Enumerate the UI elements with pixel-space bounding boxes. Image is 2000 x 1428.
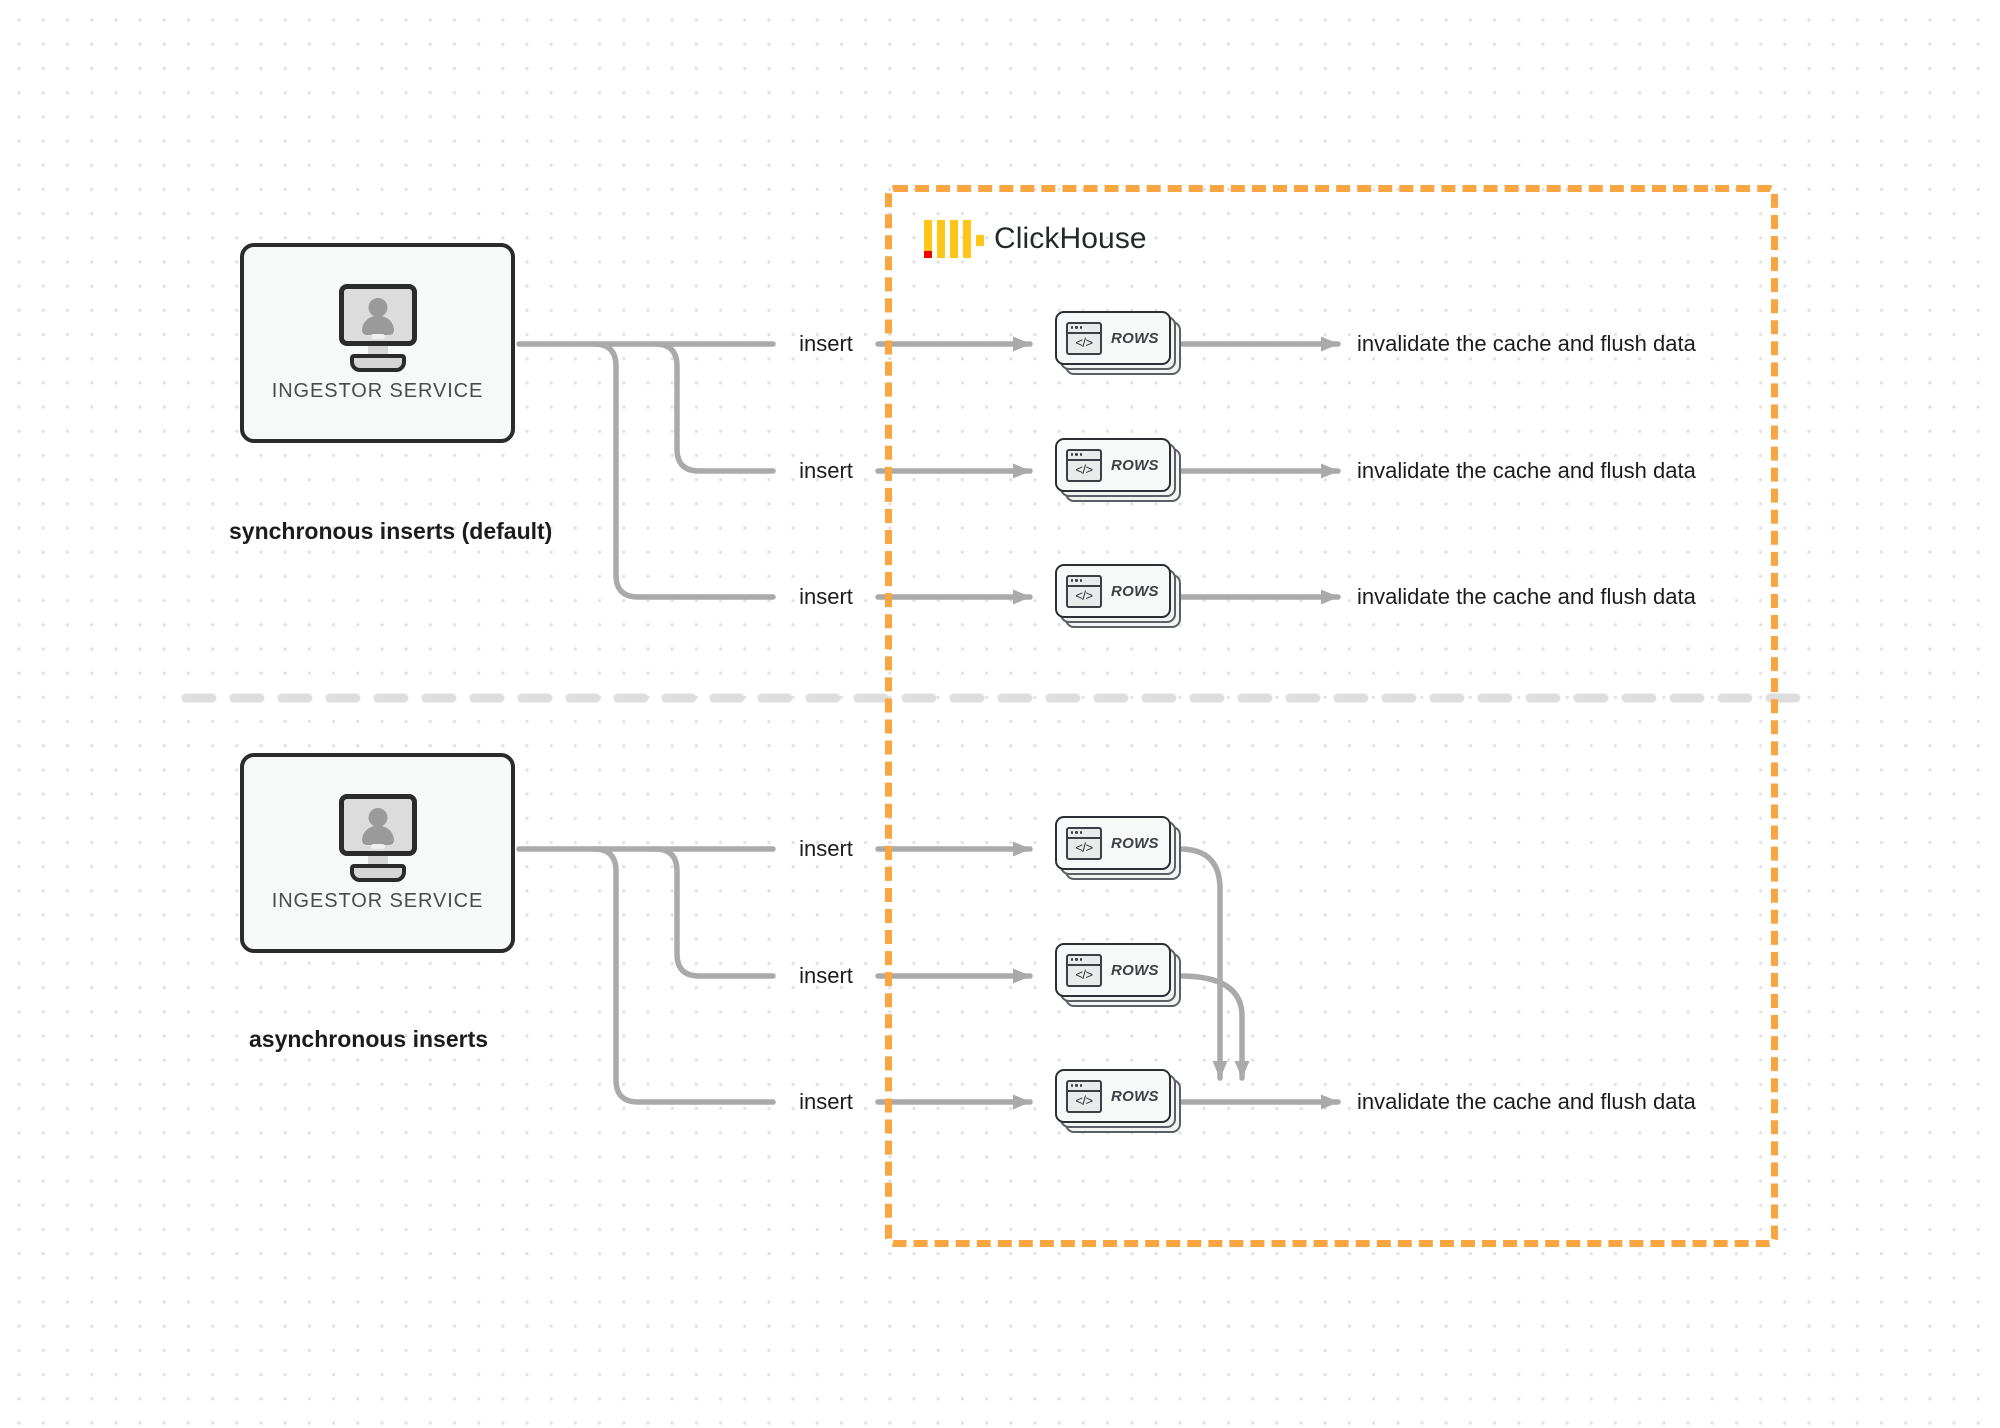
- clickhouse-logo: [924, 220, 984, 258]
- rows-node-sync-3[interactable]: </> ROWS: [1055, 564, 1181, 628]
- rows-label: ROWS: [1111, 329, 1159, 347]
- section-caption-synchronous: synchronous inserts (default): [229, 518, 553, 544]
- monitor-user-icon: [330, 793, 426, 882]
- rows-node-async-2[interactable]: </> ROWS: [1055, 943, 1181, 1007]
- rows-label: ROWS: [1111, 1087, 1159, 1105]
- code-window-icon: </>: [1066, 574, 1102, 608]
- flush-label-sync-2: invalidate the cache and flush data: [1357, 458, 1696, 483]
- rows-node-sync-2[interactable]: </> ROWS: [1055, 438, 1181, 502]
- insert-label-async-2: insert: [799, 963, 853, 988]
- flush-label-sync-1: invalidate the cache and flush data: [1357, 331, 1696, 356]
- rows-label: ROWS: [1111, 456, 1159, 474]
- clickhouse-boundary: [885, 185, 1778, 1247]
- code-window-icon: </>: [1066, 321, 1102, 355]
- rows-node-sync-1[interactable]: </> ROWS: [1055, 311, 1181, 375]
- insert-label-async-3: insert: [799, 1089, 853, 1114]
- code-window-icon: </>: [1066, 953, 1102, 987]
- insert-label-sync-3: insert: [799, 584, 853, 609]
- ingestor-service-async[interactable]: INGESTOR SERVICE: [240, 753, 515, 953]
- insert-label-sync-2: insert: [799, 458, 853, 483]
- clickhouse-wordmark: ClickHouse: [994, 222, 1147, 255]
- clickhouse-brand: ClickHouse: [924, 220, 1147, 258]
- insert-label-async-1: insert: [799, 836, 853, 861]
- ingestor-service-label-sync: INGESTOR SERVICE: [271, 379, 484, 402]
- section-caption-asynchronous: asynchronous inserts: [249, 1026, 489, 1052]
- insert-label-sync-1: insert: [799, 331, 853, 356]
- rows-node-async-3[interactable]: </> ROWS: [1055, 1069, 1181, 1133]
- ingestor-service-sync[interactable]: INGESTOR SERVICE: [240, 243, 515, 443]
- ingestor-service-label-async: INGESTOR SERVICE: [271, 889, 484, 912]
- rows-label: ROWS: [1111, 834, 1159, 852]
- rows-node-async-1[interactable]: </> ROWS: [1055, 816, 1181, 880]
- flush-label-async-1: invalidate the cache and flush data: [1357, 1089, 1696, 1114]
- code-window-icon: </>: [1066, 1079, 1102, 1113]
- code-window-icon: </>: [1066, 826, 1102, 860]
- rows-label: ROWS: [1111, 582, 1159, 600]
- rows-label: ROWS: [1111, 961, 1159, 979]
- flush-label-sync-3: invalidate the cache and flush data: [1357, 584, 1696, 609]
- code-window-icon: </>: [1066, 448, 1102, 482]
- monitor-user-icon: [330, 283, 426, 372]
